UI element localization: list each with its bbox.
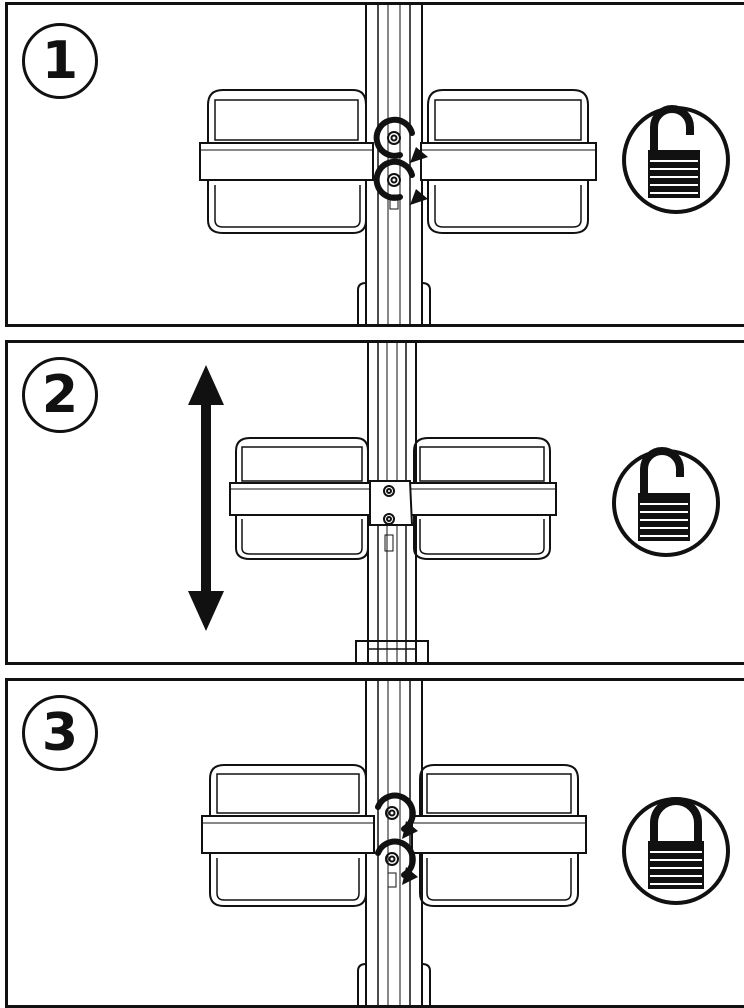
- right-bin: [420, 89, 597, 234]
- rotate-loosen-icon: [373, 116, 415, 201]
- step-2-illustration: [188, 343, 720, 662]
- step-1-illustration: [199, 5, 730, 324]
- up-down-arrow-icon: [188, 365, 224, 631]
- step-number-badge: 2: [22, 357, 98, 433]
- rotate-arrowheads: [410, 147, 428, 205]
- upper-bolt: [387, 131, 401, 145]
- step-number-badge: 3: [22, 695, 98, 771]
- left-bin: [201, 764, 375, 907]
- unlocked-padlock-icon: [622, 105, 730, 214]
- lower-bolt: [387, 173, 401, 210]
- mount-bracket: [369, 480, 414, 552]
- left-bin: [229, 437, 377, 560]
- rotate-arrowheads: [402, 821, 418, 885]
- locked-padlock-icon: [622, 797, 730, 905]
- step-3-panel: 3: [5, 678, 744, 1008]
- upper-bolt: [385, 806, 399, 820]
- step-number-badge: 1: [22, 23, 98, 99]
- step-1-panel: 1: [5, 2, 744, 327]
- rotate-tighten-icon: [375, 792, 416, 878]
- right-bin: [411, 764, 587, 907]
- unlocked-padlock-icon: [612, 447, 720, 557]
- lower-bolt: [385, 852, 399, 888]
- left-bin: [199, 89, 374, 234]
- step-2-panel: 2: [5, 340, 744, 665]
- right-bin: [407, 437, 557, 560]
- step-3-illustration: [201, 681, 730, 1005]
